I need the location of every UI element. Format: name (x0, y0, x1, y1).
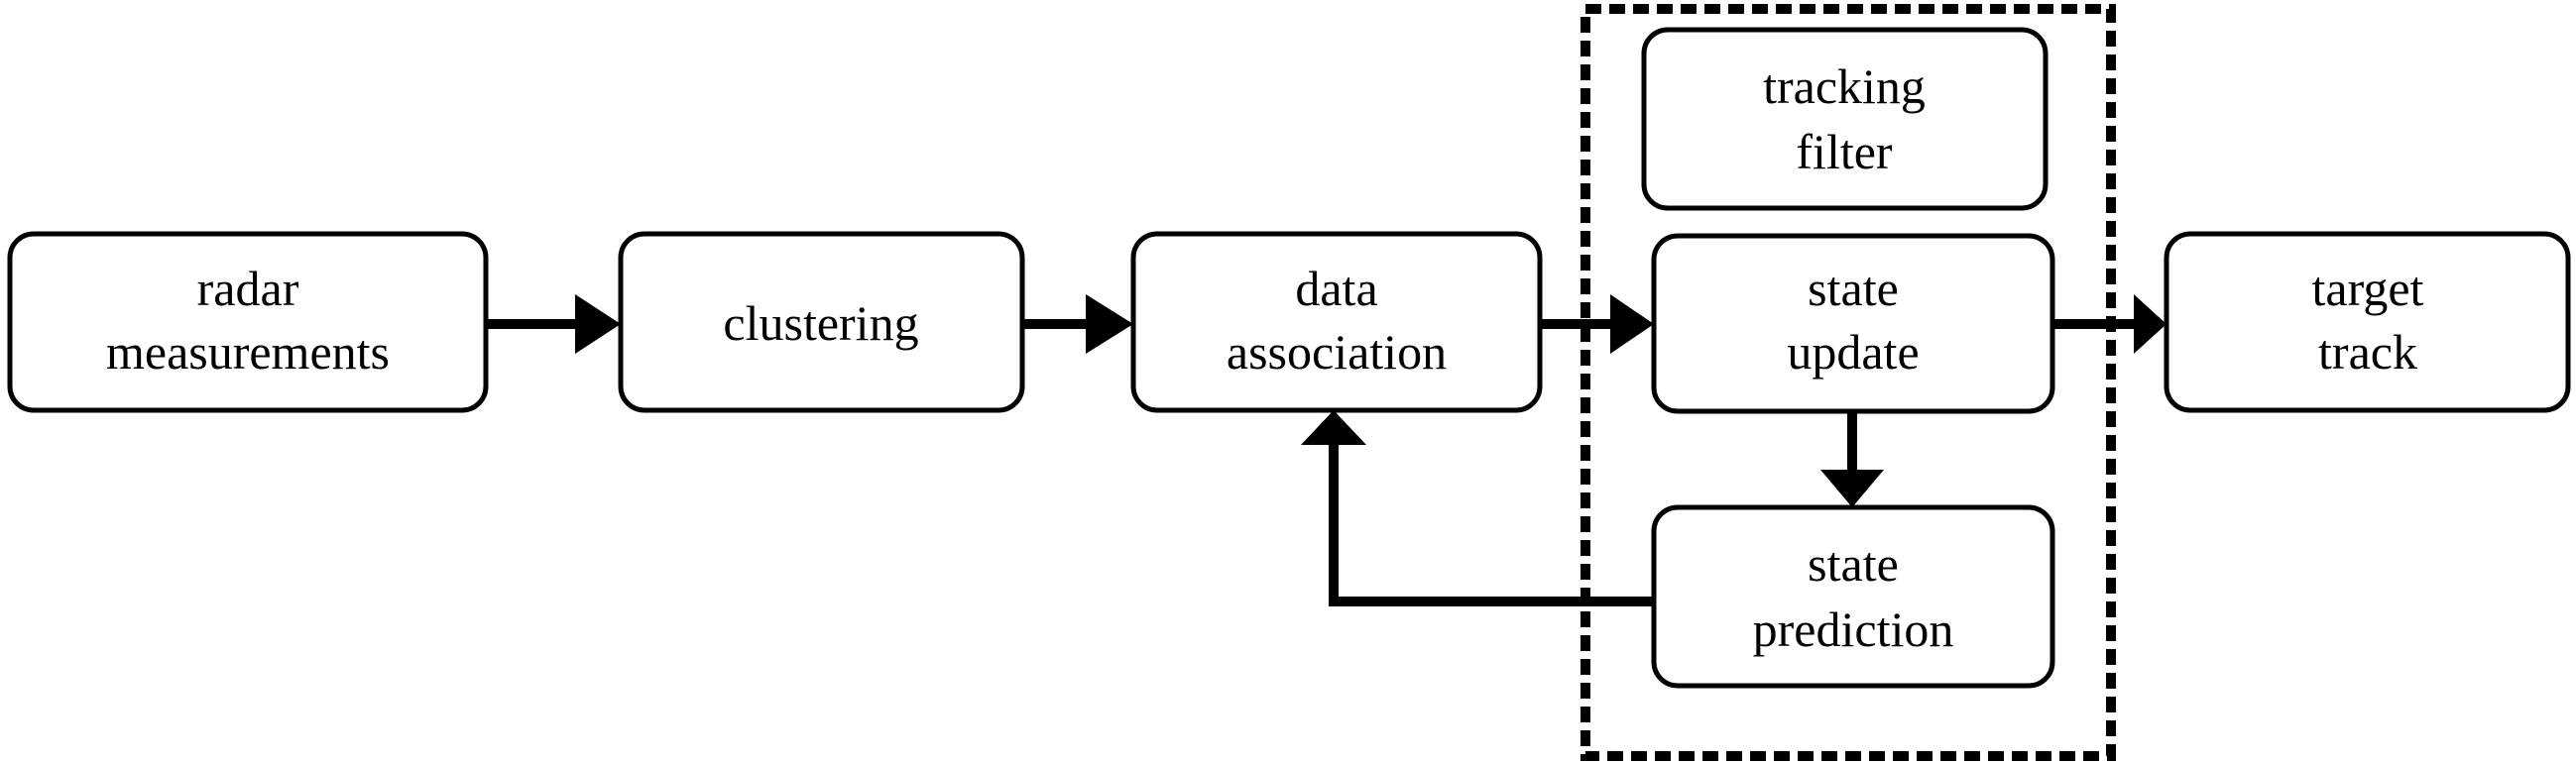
edge-update-to-track (2052, 294, 2166, 354)
node-tracking-filter-line2: filter (1796, 124, 1893, 179)
node-clustering: clustering (618, 231, 1025, 413)
node-clustering-line1: clustering (723, 295, 918, 351)
node-data-association: data association (1130, 231, 1543, 413)
node-state-update-line2: update (1787, 324, 1919, 380)
node-data-association-line2: association (1227, 324, 1447, 380)
node-state-update-line1: state (1808, 261, 1899, 316)
edge-update-to-prediction (1820, 411, 1884, 507)
node-radar-measurements: radar measurements (7, 231, 489, 413)
node-state-update: state update (1651, 233, 2055, 414)
node-state-prediction: state prediction (1651, 504, 2055, 689)
node-radar-measurements-line1: radar (197, 261, 299, 316)
edge-association-to-update (1540, 294, 1654, 354)
connectors (486, 294, 2166, 606)
node-radar-measurements-line2: measurements (106, 324, 390, 380)
edge-prediction-to-association (1301, 410, 1654, 606)
edge-radar-to-clustering (486, 294, 621, 354)
node-target-track: target track (2164, 231, 2571, 413)
node-tracking-filter: tracking filter (1641, 27, 2049, 211)
tracking-filter-group-frame (1581, 4, 2116, 761)
node-state-prediction-line1: state (1808, 536, 1899, 592)
node-data-association-line1: data (1295, 261, 1377, 316)
node-tracking-filter-line1: tracking (1763, 58, 1926, 114)
edge-clustering-to-association (1022, 294, 1133, 354)
node-target-track-line2: track (2318, 324, 2417, 380)
node-target-track-line1: target (2312, 261, 2424, 316)
node-state-prediction-line2: prediction (1753, 601, 1954, 657)
